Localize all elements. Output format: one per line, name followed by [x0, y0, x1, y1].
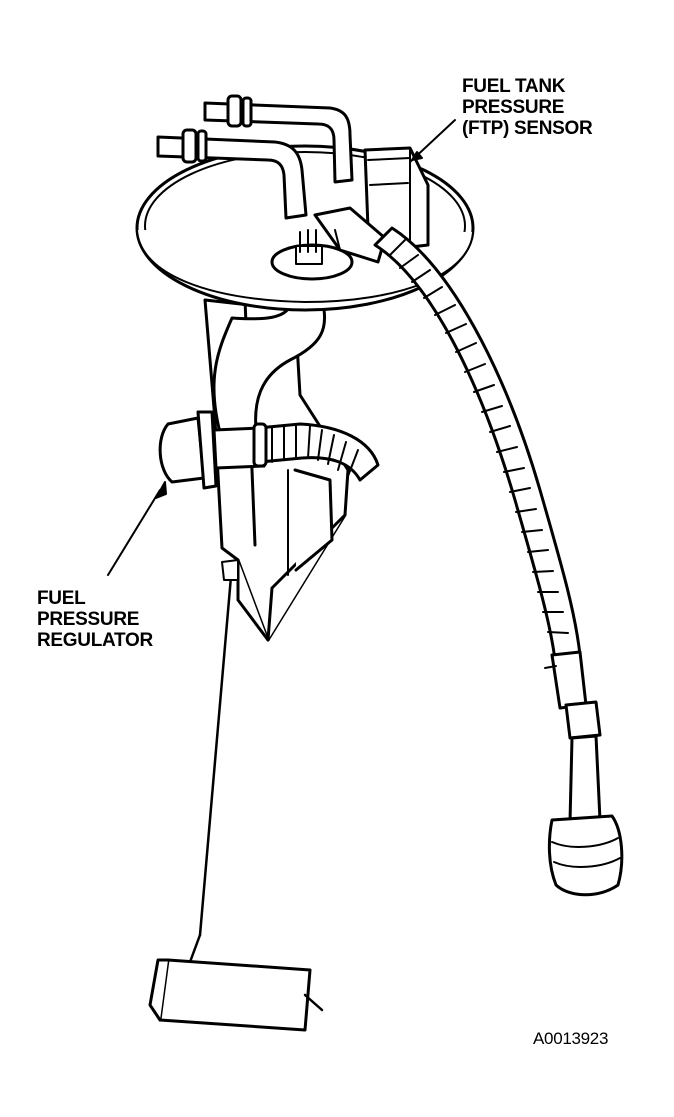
- ftp-sensor-label-line-3: (FTP) SENSOR: [462, 118, 593, 139]
- fpr-leader-arrow: [155, 481, 167, 499]
- fuel-feed-line: [156, 128, 308, 220]
- fuel-level-float: [148, 958, 324, 1032]
- electrical-connector-base: [270, 229, 354, 281]
- ftp-sensor-label-line-2: PRESSURE: [462, 97, 565, 118]
- fpr-label-line-3: REGULATOR: [37, 630, 153, 651]
- figure-code: A0013923: [533, 1029, 609, 1048]
- ftp-sensor-label: FUEL TANK PRESSURE (FTP) SENSOR: [462, 76, 593, 139]
- float-arm: [188, 559, 239, 964]
- fpr-label-line-1: FUEL: [37, 588, 86, 609]
- fpr-leader-line: [107, 489, 161, 576]
- fpr-label-line-2: PRESSURE: [37, 609, 140, 630]
- harness-end-connector: [544, 650, 624, 897]
- ftp-leader-arrow: [411, 151, 423, 161]
- fuel-pressure-regulator-label: FUEL PRESSURE REGULATOR: [37, 588, 153, 651]
- regulator-hose: [252, 422, 380, 482]
- fuel-pressure-regulator: [158, 410, 266, 490]
- leader-lines: [107, 119, 456, 576]
- fuel-return-line: [203, 94, 354, 184]
- ftp-sensor-label-line-1: FUEL TANK: [462, 76, 566, 97]
